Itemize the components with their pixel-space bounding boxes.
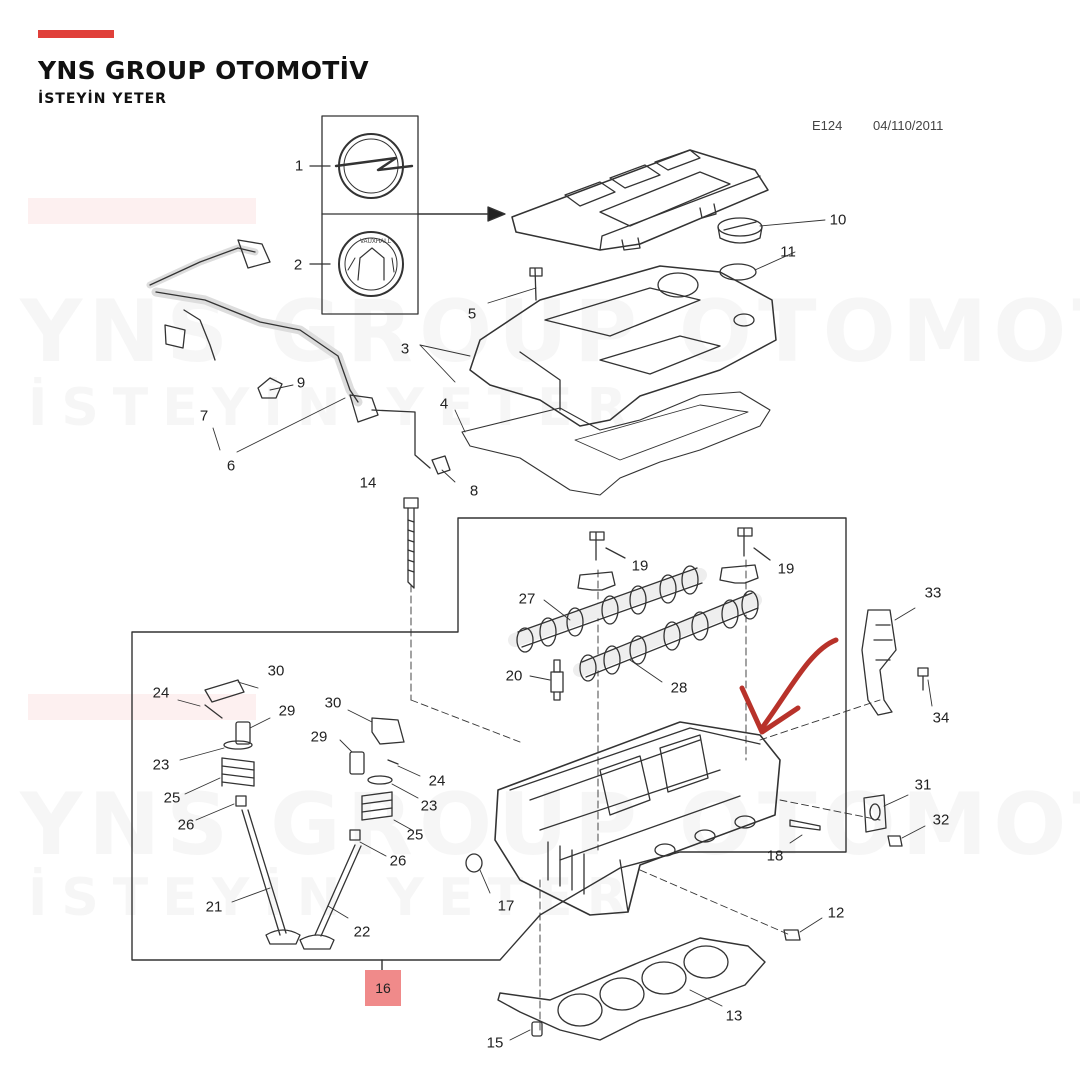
opel-emblem (334, 133, 414, 199)
callout-11: 11 (780, 243, 796, 261)
callout-21: 21 (205, 898, 223, 916)
group-badge-16: 16 (365, 970, 401, 1006)
rocker-arm (204, 679, 259, 703)
callout-15: 15 (486, 1034, 504, 1052)
head-bolt (403, 497, 419, 589)
callout-18: 18 (766, 847, 784, 865)
callout-23: 23 (152, 756, 170, 774)
camshaft-cover (469, 265, 777, 427)
core-plug (465, 853, 491, 894)
exhaust-camshaft (573, 590, 762, 682)
callout-9: 9 (296, 374, 306, 392)
callout-33: 33 (924, 584, 942, 602)
callout-26: 26 (389, 852, 407, 870)
callout-13: 13 (725, 1007, 743, 1025)
callout-5: 5 (467, 305, 477, 323)
callout-23: 23 (420, 797, 438, 815)
cover-bolt (529, 267, 543, 301)
badge-frame (309, 115, 506, 315)
dowel-pin (509, 1021, 543, 1041)
coolant-outlet-gasket (863, 794, 909, 833)
callout-20: 20 (505, 667, 523, 685)
camshaft-bearing-cap (719, 527, 771, 584)
diagram-date: 04/110/2011 (873, 118, 944, 133)
valve-spring (184, 757, 255, 795)
vauxhall-emblem: VAUXHALL (338, 231, 404, 297)
bracket-bolt (917, 667, 933, 707)
leader-lines-upper (212, 219, 826, 483)
callout-32: 32 (932, 811, 950, 829)
cover-gasket (461, 391, 771, 496)
hose-clip (257, 377, 283, 399)
callout-28: 28 (670, 679, 688, 697)
callout-22: 22 (353, 923, 371, 941)
valve-stem-seal (195, 795, 387, 857)
pcv-hose (146, 239, 431, 469)
callout-19: 19 (631, 557, 649, 575)
callout-3: 3 (400, 340, 410, 358)
callout-19: 19 (777, 560, 795, 578)
filler-seal-ring (719, 263, 757, 281)
callout-25: 25 (163, 789, 181, 807)
callout-30: 30 (267, 662, 285, 680)
leader-line (543, 599, 571, 621)
callout-26: 26 (177, 816, 195, 834)
head-gasket (497, 937, 766, 1041)
leader-line (629, 659, 663, 683)
callout-7: 7 (199, 407, 209, 425)
timing-bracket (861, 607, 916, 716)
callout-8: 8 (469, 482, 479, 500)
callout-29: 29 (278, 702, 296, 720)
svg-text:VAUXHALL: VAUXHALL (360, 239, 392, 245)
valve-spring (361, 791, 413, 831)
valve-spring-retainer (179, 740, 419, 799)
callout-24: 24 (152, 684, 170, 702)
callout-27: 27 (518, 590, 536, 608)
watermark-bar (28, 198, 256, 224)
hose-connector (431, 455, 451, 475)
drain-plug (783, 917, 823, 941)
rocker-arm (347, 709, 405, 745)
callout-34: 34 (932, 709, 950, 727)
red-indicator-arrow (739, 637, 839, 735)
cylinder-head (494, 721, 781, 916)
camshaft-bearing-cap (577, 531, 626, 591)
brand-accent-bar (38, 30, 114, 38)
brand-title: YNS GROUP OTOMOTİV (38, 56, 369, 85)
callout-17: 17 (497, 897, 515, 915)
spark-plug (529, 659, 564, 701)
valve-key (177, 699, 421, 777)
callout-14: 14 (359, 474, 377, 492)
engine-cover (511, 149, 769, 251)
outlet-bolt (887, 825, 926, 847)
callout-24: 24 (428, 772, 446, 790)
callout-6: 6 (226, 457, 236, 475)
callout-12: 12 (827, 904, 845, 922)
brand-tagline: İSTEYİN YETER (38, 91, 167, 107)
diagram-code: E124 (812, 118, 843, 133)
hydraulic-lifter (339, 739, 365, 775)
callout-10: 10 (829, 211, 847, 229)
head-stud (789, 819, 821, 844)
callout-25: 25 (406, 826, 424, 844)
intake-camshaft (508, 565, 707, 653)
callout-30: 30 (324, 694, 342, 712)
callout-2: 2 (293, 256, 303, 274)
callout-29: 29 (310, 728, 328, 746)
intake-valve (231, 809, 301, 945)
callout-4: 4 (439, 395, 449, 413)
exhaust-valve (299, 844, 362, 950)
callout-1: 1 (294, 157, 304, 175)
callout-31: 31 (914, 776, 932, 794)
hydraulic-lifter (235, 717, 271, 745)
oil-filler-cap (717, 217, 763, 244)
